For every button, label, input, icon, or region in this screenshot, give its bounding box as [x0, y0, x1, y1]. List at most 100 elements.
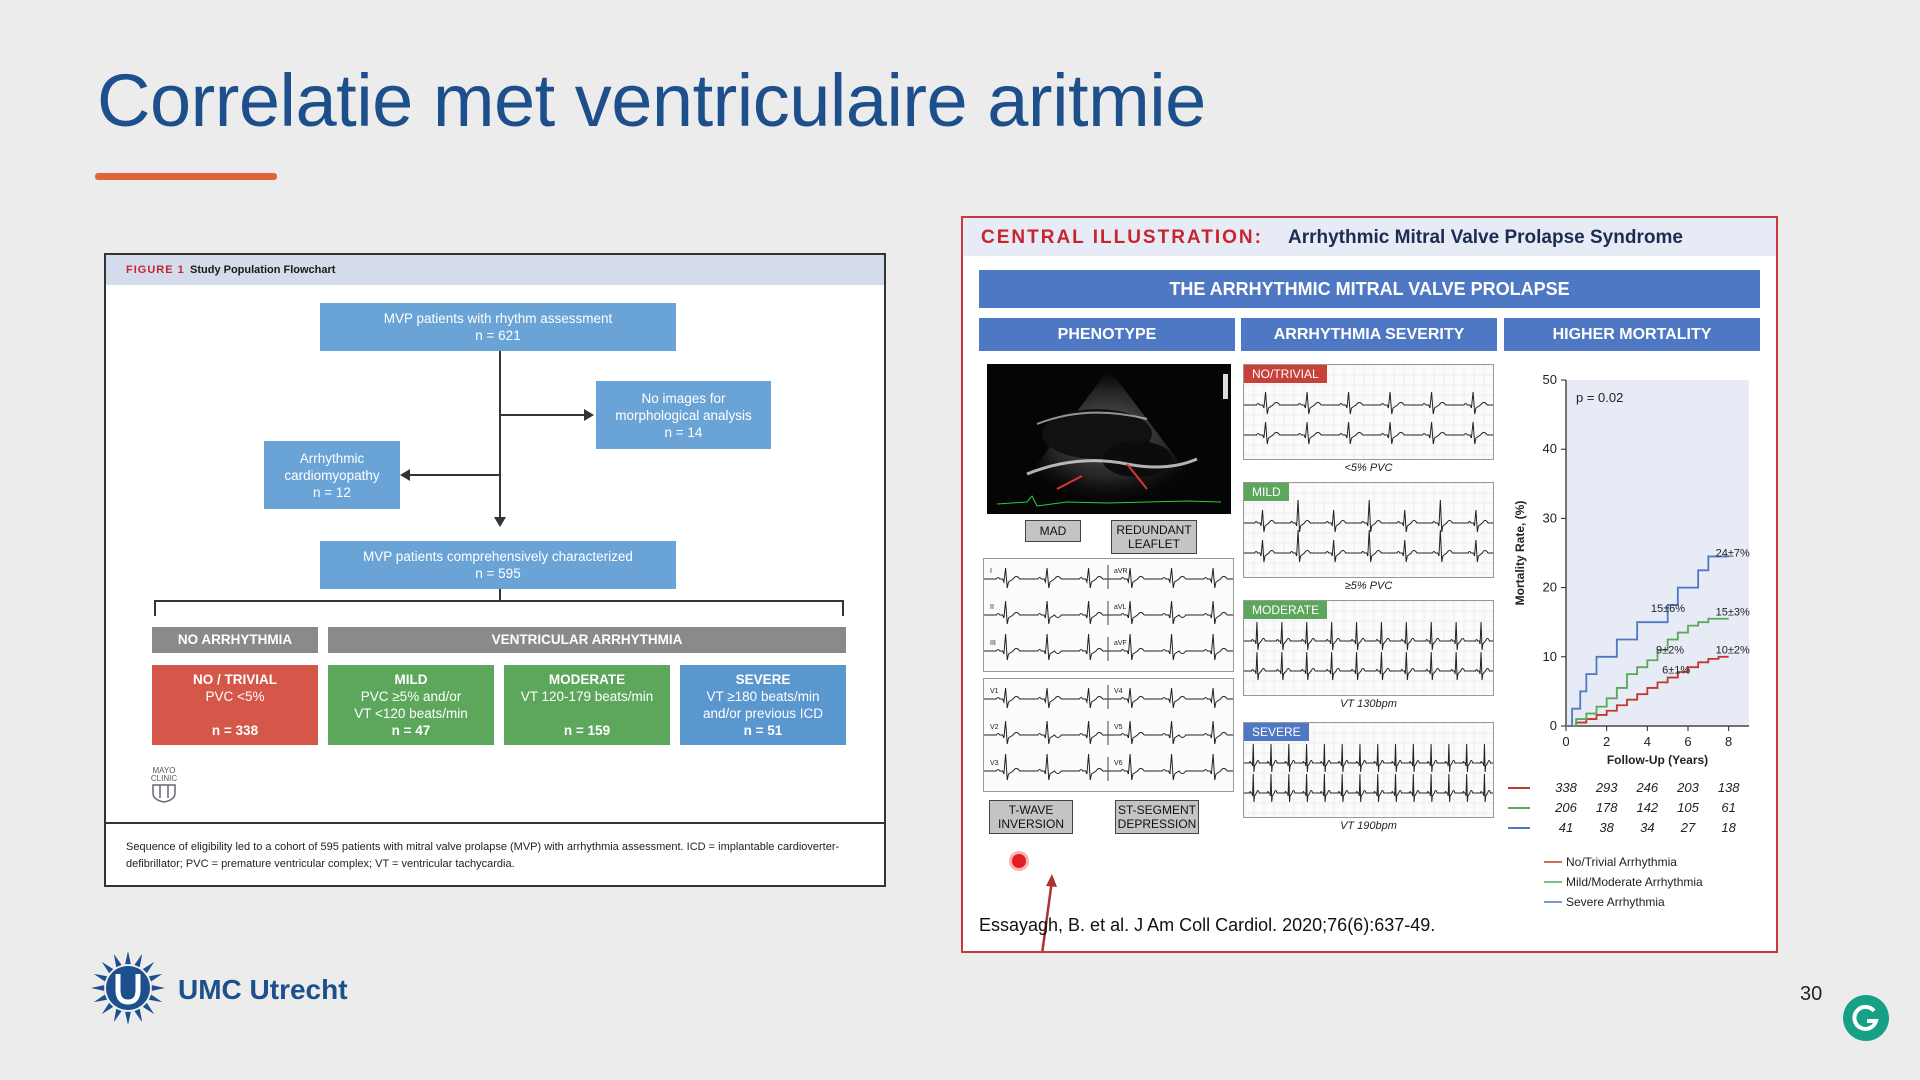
sun-ray — [148, 973, 163, 982]
severity-ecg-beat — [1386, 743, 1405, 773]
tag-line: REDUNDANT — [1116, 523, 1192, 537]
chart-annotation: 9±2% — [1656, 644, 1684, 656]
umc-sun-logo-icon — [91, 951, 165, 1025]
severity-ecg-beat — [1268, 651, 1294, 681]
legend-label: Mild/Moderate Arrhythmia — [1566, 875, 1703, 889]
ecg-beat — [1025, 567, 1067, 589]
severity-ecg-graphic — [1244, 601, 1493, 695]
at-risk-value: 293 — [1595, 780, 1618, 795]
at-risk-value: 142 — [1636, 800, 1658, 815]
slide-title: Correlatie met ventriculaire aritmie — [97, 59, 1206, 142]
severity-ecg-beat — [1285, 421, 1327, 445]
title-underline — [95, 173, 277, 180]
category-n: n = 47 — [391, 723, 431, 738]
sun-ray — [134, 1008, 143, 1023]
severity-ecg-beat — [1443, 621, 1469, 651]
severity-ecg-beat — [1468, 651, 1493, 681]
ecg-beat — [1025, 687, 1067, 709]
category-n: n = 338 — [211, 723, 259, 738]
flow-line-bottom — [499, 582, 501, 600]
ecg-lead-label: II — [990, 604, 994, 611]
category-line — [504, 705, 670, 722]
box-n: n = 12 — [313, 484, 351, 500]
category-title: NO / TRIVIAL — [193, 672, 277, 687]
column-phenotype: PHENOTYPE — [979, 318, 1235, 351]
ecg-beat — [1067, 753, 1109, 781]
tag-st-depression: ST-SEGMENT DEPRESSION — [1115, 800, 1199, 834]
ecg-beat — [1067, 687, 1109, 709]
severity-ecg-beat — [1297, 773, 1316, 803]
severity-ecg-beat — [1421, 499, 1458, 533]
ecg-beat — [1108, 600, 1150, 625]
tag-mad: MAD — [1025, 520, 1081, 542]
severity-ecg-beat — [1244, 539, 1280, 563]
ecg-beat — [1191, 687, 1233, 709]
tag-line: LEAFLET — [1127, 537, 1181, 551]
central-header: CENTRAL ILLUSTRATION: Arrhythmic Mitral … — [963, 218, 1776, 256]
severity-ecg-beat — [1343, 651, 1369, 681]
chart-series-line-0 — [1566, 655, 1729, 727]
caption-rule — [106, 822, 884, 824]
chart-series-line-2 — [1566, 555, 1729, 727]
severity-label: NO/TRIVIAL — [1244, 365, 1327, 383]
category-severe: SEVERE VT ≥180 beats/min and/or previous… — [680, 665, 846, 745]
ecg-beat — [1191, 720, 1233, 745]
group-no-arrhythmia: NO ARRHYTHMIA — [152, 627, 318, 653]
severity-ecg-1: MILD — [1243, 482, 1494, 578]
severity-ecg-beat — [1244, 391, 1286, 415]
ecg-beat — [1067, 720, 1109, 745]
category-line: VT 120-179 beats/min — [520, 689, 654, 704]
severity-ecg-beat — [1279, 743, 1298, 773]
chart-y-tick-label: 50 — [1543, 372, 1557, 387]
at-risk-value: 61 — [1721, 800, 1735, 815]
severity-caption: VT 190bpm — [1340, 820, 1397, 832]
ecg-beat — [1108, 567, 1150, 589]
chart-y-tick-label: 30 — [1543, 510, 1557, 525]
severity-ecg-0: NO/TRIVIAL — [1243, 364, 1494, 460]
category-n: n = 51 — [743, 723, 783, 738]
ecg-lead-label: aVF — [1114, 640, 1127, 647]
severity-ecg-beat — [1318, 621, 1344, 651]
chart-annotation: 15±3% — [1716, 606, 1750, 618]
ecg-beat — [984, 567, 1026, 589]
ecg-lead-label: V4 — [1114, 688, 1123, 695]
severity-ecg-beat — [1285, 391, 1327, 415]
severity-ecg-beat — [1244, 421, 1286, 445]
severity-ecg-graphic — [1244, 723, 1493, 817]
figure1-flowchart: FIGURE 1 Study Population Flowchart MVP … — [104, 253, 886, 887]
severity-ecg-beat — [1368, 743, 1387, 773]
arrow-twave — [1041, 879, 1054, 951]
ecg-lead-label: aVR — [1114, 568, 1128, 575]
mayo-shield-icon — [152, 784, 176, 803]
category-line: VT <120 beats/min — [354, 706, 468, 721]
at-risk-value: 138 — [1718, 780, 1740, 795]
sun-ray — [125, 951, 131, 965]
sun-ray — [93, 973, 108, 982]
box-n: n = 621 — [475, 328, 521, 343]
severity-ecg-beat — [1315, 509, 1351, 533]
at-risk-value: 18 — [1721, 820, 1736, 835]
mayo-clinic-logo: MAYO CLINIC — [146, 767, 182, 805]
ecg-beat — [1150, 753, 1192, 781]
severity-ecg-beat — [1318, 651, 1344, 681]
ecg-beat — [1025, 600, 1067, 625]
category-line: VT ≥180 beats/min — [706, 689, 820, 704]
box-comprehensively-characterized: MVP patients comprehensively characteriz… — [320, 541, 676, 589]
severity-ecg-beat — [1279, 773, 1298, 803]
grammarly-button[interactable] — [1843, 995, 1889, 1041]
box-no-images: No images for morphological analysis n =… — [596, 381, 771, 449]
severity-ecg-beat — [1439, 773, 1458, 803]
severity-ecg-beat — [1244, 509, 1280, 533]
severity-ecg-beat — [1475, 773, 1493, 803]
flow-line-bracket-left — [154, 600, 156, 616]
ecg-beat — [984, 600, 1026, 625]
severity-ecg-beat — [1421, 773, 1440, 803]
severity-ecg-beat — [1297, 743, 1316, 773]
severity-ecg-beat — [1268, 621, 1294, 651]
severity-ecg-beat — [1418, 651, 1444, 681]
box-text: Arrhythmic — [299, 450, 365, 466]
